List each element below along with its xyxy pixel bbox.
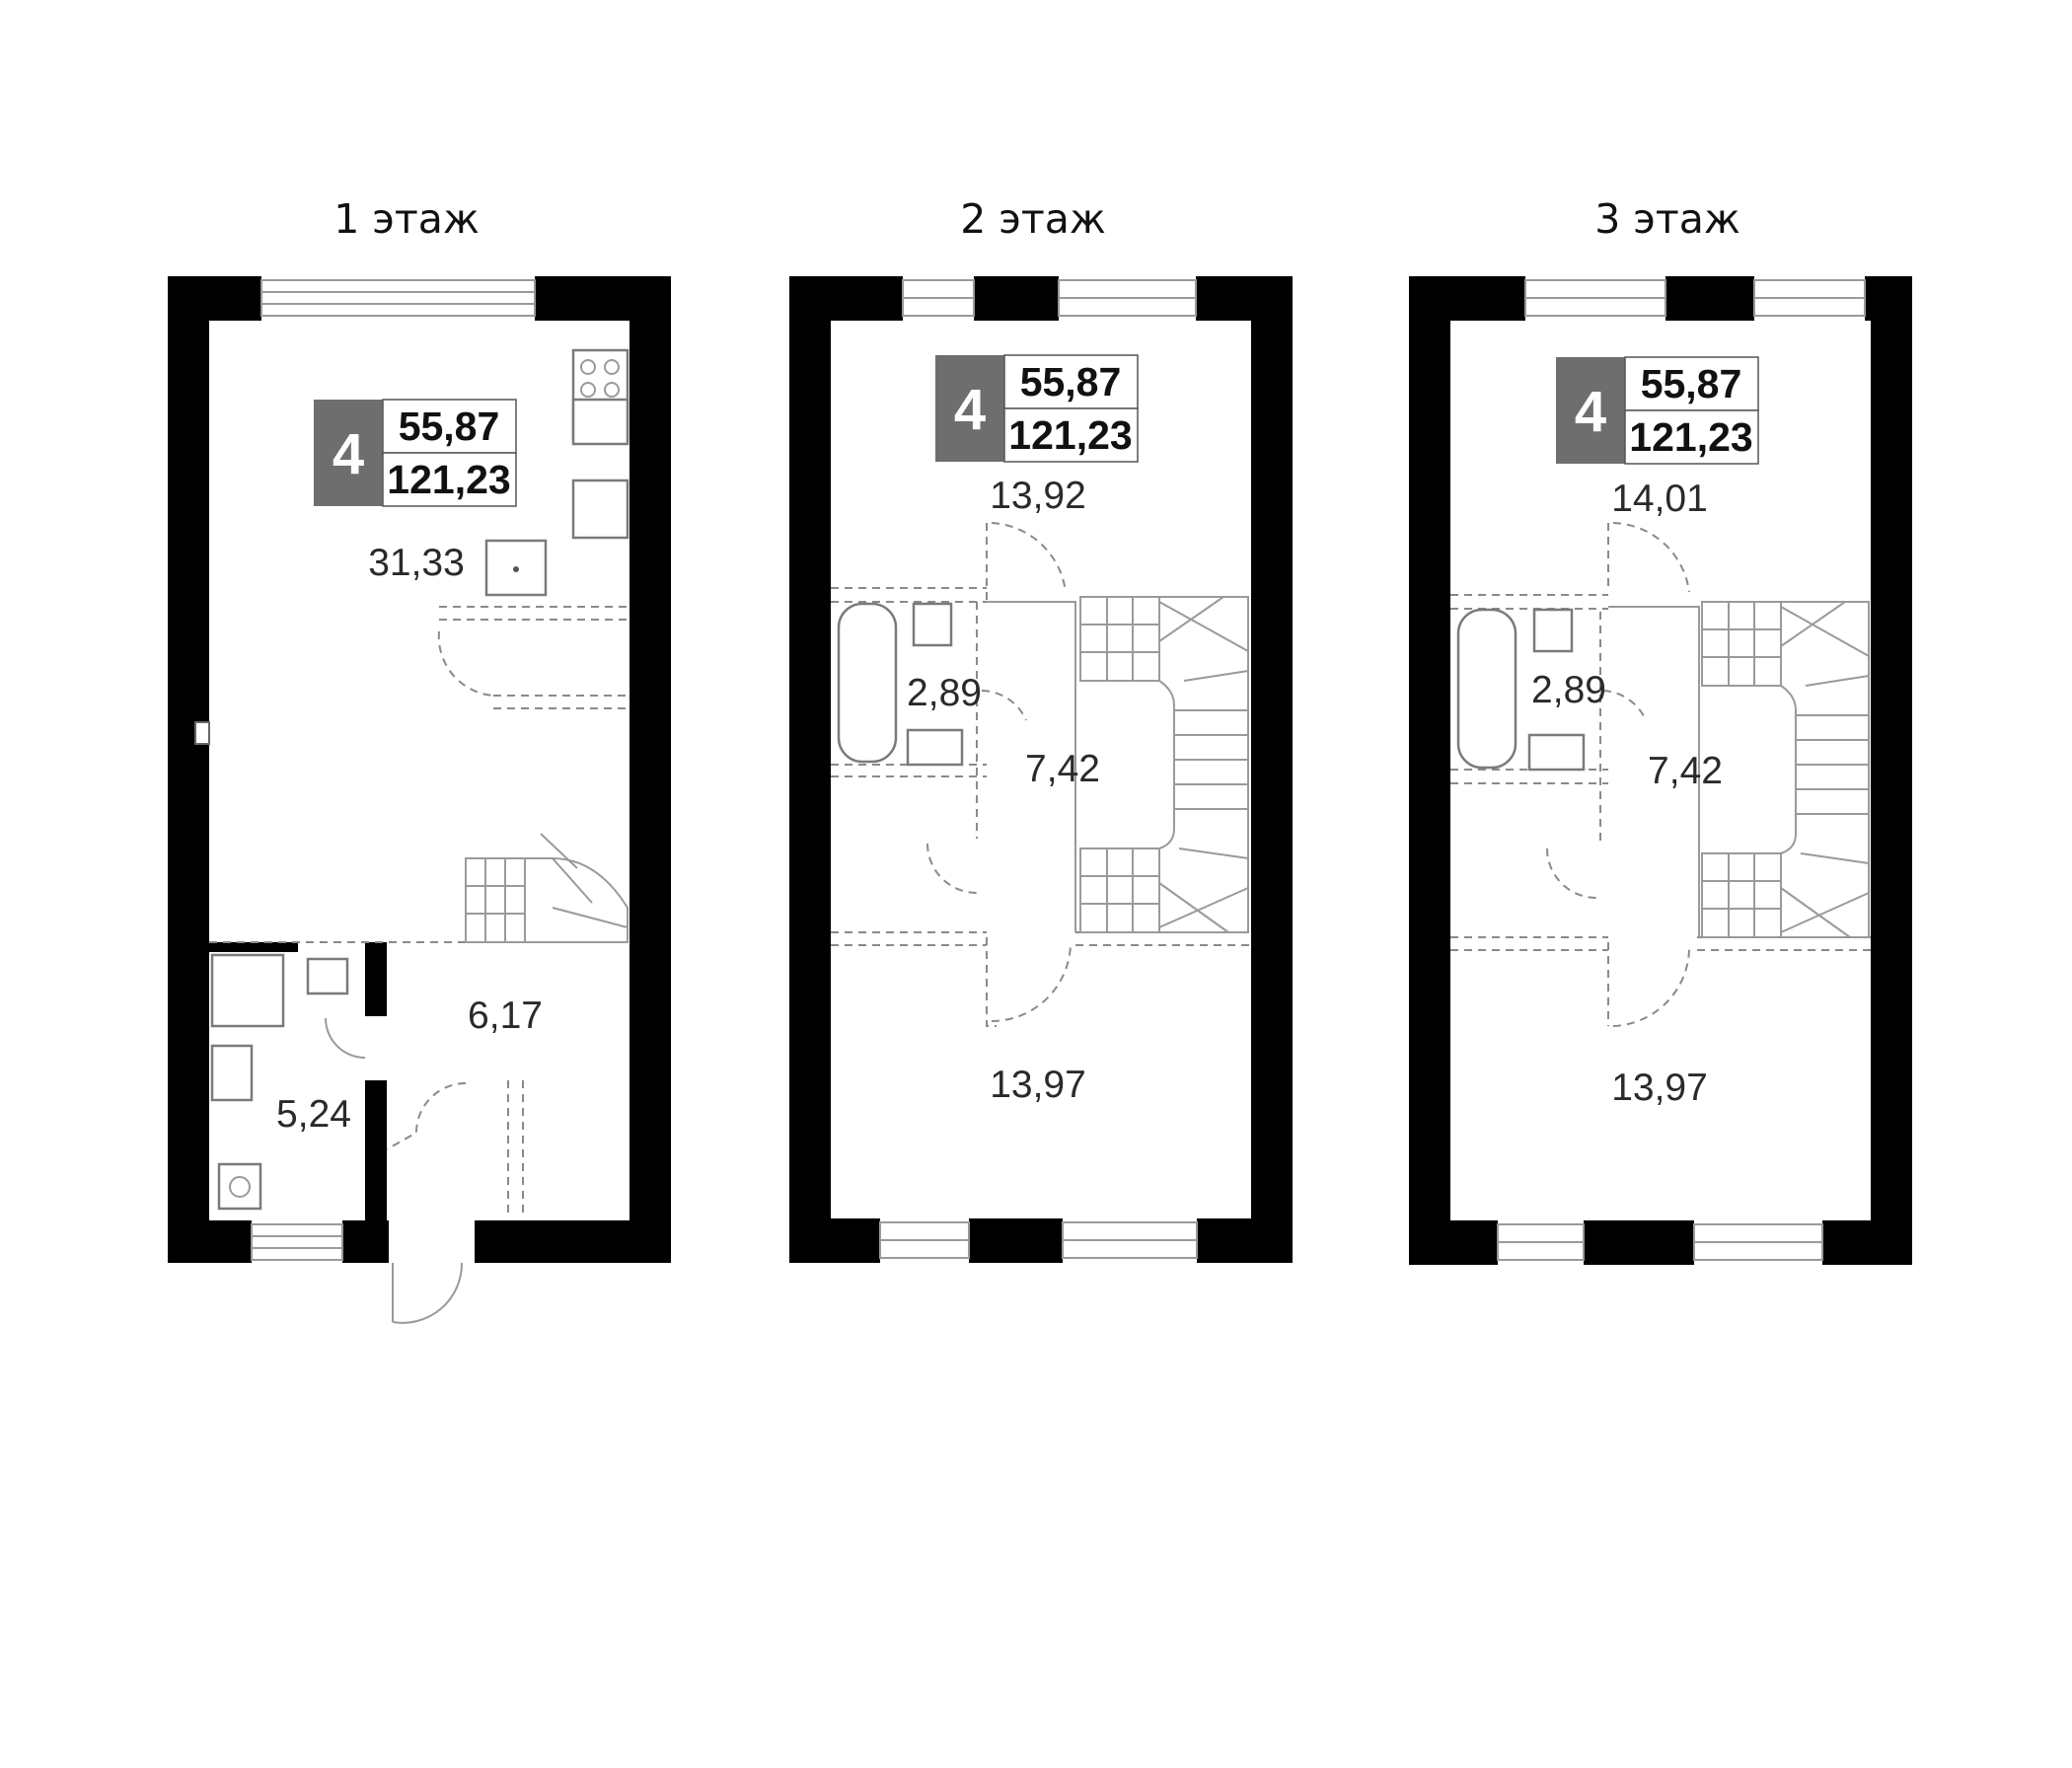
floor-1-bathroom	[210, 953, 349, 1211]
floor-3-walls	[1409, 276, 1912, 1265]
floor-2-walls	[789, 276, 1293, 1263]
floor-1-title: 1 этаж	[333, 195, 480, 243]
floor-2-plan: 2 этаж	[789, 195, 1293, 1263]
room-area-label: 31,33	[368, 542, 465, 584]
floor-3-bathroom	[1456, 608, 1586, 772]
floor-1-stairs	[465, 833, 629, 943]
badge-room-count: 4	[954, 378, 986, 442]
room-area-label: 7,42	[1648, 750, 1723, 792]
room-area-label: 13,92	[990, 475, 1086, 517]
room-area-label: 5,24	[276, 1093, 351, 1136]
floor-2-stairs	[1079, 596, 1249, 933]
floor-3-title: 3 этаж	[1594, 195, 1740, 243]
floor-2-title: 2 этаж	[960, 195, 1106, 243]
floor-1-partitions	[209, 606, 628, 1324]
room-area-label: 13,97	[1611, 1067, 1708, 1109]
room-area-label: 7,42	[1025, 748, 1100, 790]
room-area-label: 2,89	[907, 672, 982, 714]
floor-2-area-badge: 4 55,87 121,23	[935, 354, 1139, 463]
floor-1-area-badge: 4 55,87 121,23	[314, 399, 517, 507]
badge-total-area: 121,23	[1008, 412, 1132, 458]
badge-living-area: 55,87	[1020, 359, 1122, 405]
floor-3-area-badge: 4 55,87 121,23	[1556, 356, 1759, 465]
badge-living-area: 55,87	[1641, 361, 1742, 406]
room-area-label: 13,97	[990, 1064, 1086, 1106]
floor-3-stairs	[1701, 601, 1870, 938]
floor-3-windows	[1497, 279, 1866, 1261]
badge-room-count: 4	[1575, 380, 1606, 444]
floor-1-walls	[168, 276, 671, 1263]
floor-2-partitions	[831, 522, 1251, 1027]
badge-total-area: 121,23	[1629, 414, 1752, 460]
floor-2-bathroom	[837, 602, 964, 767]
badge-room-count: 4	[333, 422, 364, 486]
room-area-label: 2,89	[1531, 669, 1606, 711]
badge-living-area: 55,87	[399, 404, 500, 449]
room-area-label: 14,01	[1611, 478, 1708, 520]
room-area-label: 6,17	[468, 994, 543, 1037]
floor-2-windows	[879, 279, 1198, 1259]
floor-3-plan: 3 этаж	[1409, 195, 1912, 1265]
floor-1-kitchen	[484, 348, 629, 597]
badge-total-area: 121,23	[387, 457, 510, 502]
floor-1-plan: 1 этаж	[168, 195, 671, 1324]
badge-rooms-box	[314, 400, 383, 506]
floor-1-windows	[251, 279, 536, 1261]
